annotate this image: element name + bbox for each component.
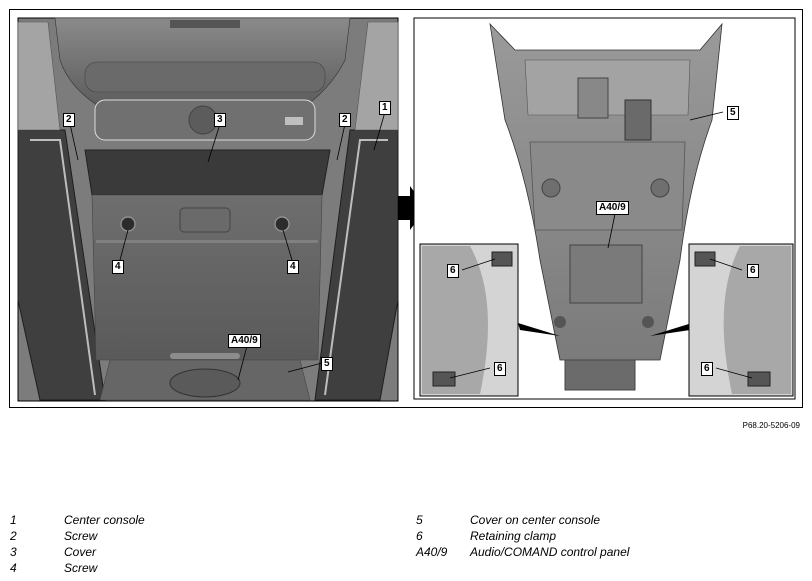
legend-text: Screw (64, 529, 98, 543)
legend-row: 5 Cover on center console (416, 513, 796, 529)
callout-center-console: 1 (379, 101, 391, 115)
legend-right: 5 Cover on center console 6 Retaining cl… (416, 513, 796, 561)
callout-clamp-top-right: 6 (747, 264, 759, 278)
callout-cover-on-console-right: 5 (727, 106, 739, 120)
right-leader-lines (449, 111, 753, 379)
legend-number: A40/9 (416, 545, 448, 559)
legend-number: 1 (10, 513, 17, 527)
legend-number: 5 (416, 513, 423, 527)
legend-text: Center console (64, 513, 145, 527)
legend-row: A40/9 Audio/COMAND control panel (416, 545, 796, 561)
legend-number: 2 (10, 529, 17, 543)
legend-text: Screw (64, 561, 98, 575)
figure-code: P68.20-5206-09 (742, 421, 800, 430)
callout-cover: 3 (214, 113, 226, 127)
legend-row: 6 Retaining clamp (416, 529, 796, 545)
legend-row: 4 Screw (10, 561, 390, 577)
center-console-illustration (17, 17, 796, 402)
callout-screw-right: 2 (339, 113, 351, 127)
legend-row: 2 Screw (10, 529, 390, 545)
callout-clamp-bottom-left: 6 (494, 362, 506, 376)
callout-cover-on-console-left: 5 (321, 357, 333, 371)
legend-text: Audio/COMAND control panel (470, 545, 630, 559)
legend-number: 6 (416, 529, 423, 543)
left-leader-lines (69, 111, 386, 381)
callout-audio-panel-left: A40/9 (228, 334, 261, 348)
callout-clamp-bottom-right: 6 (701, 362, 713, 376)
legend-number: 4 (10, 561, 17, 575)
transition-arrow-icon (398, 186, 426, 230)
callout-screw-left: 2 (63, 113, 75, 127)
legend-row: 1 Center console (10, 513, 390, 529)
legend-left: 1 Center console 2 Screw 3 Cover 4 Screw (10, 513, 390, 577)
callout-audio-panel-right: A40/9 (596, 201, 629, 215)
callout-clamp-top-left: 6 (447, 264, 459, 278)
legend-text: Cover (64, 545, 97, 559)
callout-screw-lower-right: 4 (287, 260, 299, 274)
callout-screw-lower-left: 4 (112, 260, 124, 274)
figure-frame (9, 9, 803, 408)
legend-text: Cover on center console (470, 513, 601, 527)
right-view (413, 17, 796, 400)
legend-text: Retaining clamp (470, 529, 557, 543)
left-view (17, 17, 399, 402)
legend-number: 3 (10, 545, 17, 559)
legend-row: 3 Cover (10, 545, 390, 561)
